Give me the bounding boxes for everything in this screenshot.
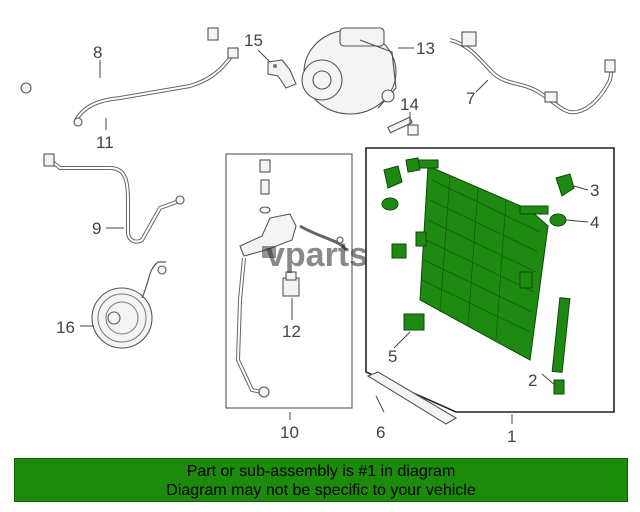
bracket-15[interactable] <box>267 59 297 89</box>
leader-lines <box>80 47 589 424</box>
callout-8: 8 <box>93 43 102 62</box>
callout-16: 16 <box>56 318 75 337</box>
pressure-switch-12[interactable] <box>282 271 300 297</box>
condenser-1[interactable] <box>409 159 549 361</box>
line-assembly-box-10 <box>225 153 353 409</box>
hose-assembly-11[interactable] <box>73 47 239 127</box>
cushion-5[interactable] <box>391 243 425 331</box>
callout-1: 1 <box>507 427 516 446</box>
hose-assembly-8[interactable] <box>20 27 219 94</box>
tube-9[interactable] <box>43 153 185 244</box>
callout-14: 14 <box>400 95 419 114</box>
footer-banner: Part or sub-assembly is #1 in diagram Di… <box>14 458 628 502</box>
callout-5: 5 <box>388 347 397 366</box>
watermark-text: vparts <box>266 236 368 274</box>
condenser-assembly-box-1 <box>365 147 615 413</box>
footer-line-1: Part or sub-assembly is #1 in diagram <box>186 463 456 480</box>
callout-labels: 8 11 15 13 14 7 9 16 12 10 6 1 3 4 5 2 <box>56 31 599 446</box>
callout-2: 2 <box>528 371 537 390</box>
callout-15: 15 <box>244 31 263 50</box>
bracket-3[interactable] <box>383 157 575 197</box>
receiver-tank-2[interactable] <box>551 297 571 395</box>
hose-assembly-7[interactable] <box>449 31 616 115</box>
parts-diagram: 8 11 15 13 14 7 9 16 12 10 6 1 3 4 5 2 v… <box>20 27 616 446</box>
callout-9: 9 <box>92 219 101 238</box>
callout-6: 6 <box>376 423 385 442</box>
compressor-13[interactable] <box>301 27 397 115</box>
callout-3: 3 <box>590 181 599 200</box>
watermark-logo: vparts <box>262 236 368 274</box>
callout-13: 13 <box>416 39 435 58</box>
callout-4: 4 <box>590 213 599 232</box>
footer-line-2: Diagram may not be specific to your vehi… <box>166 482 476 499</box>
clutch-16[interactable] <box>91 261 167 349</box>
callout-12: 12 <box>282 322 301 341</box>
callout-11: 11 <box>96 133 114 152</box>
bolt-14[interactable] <box>387 116 419 136</box>
callout-10: 10 <box>280 423 299 442</box>
callout-7: 7 <box>466 89 475 108</box>
seal-6[interactable] <box>366 371 458 425</box>
